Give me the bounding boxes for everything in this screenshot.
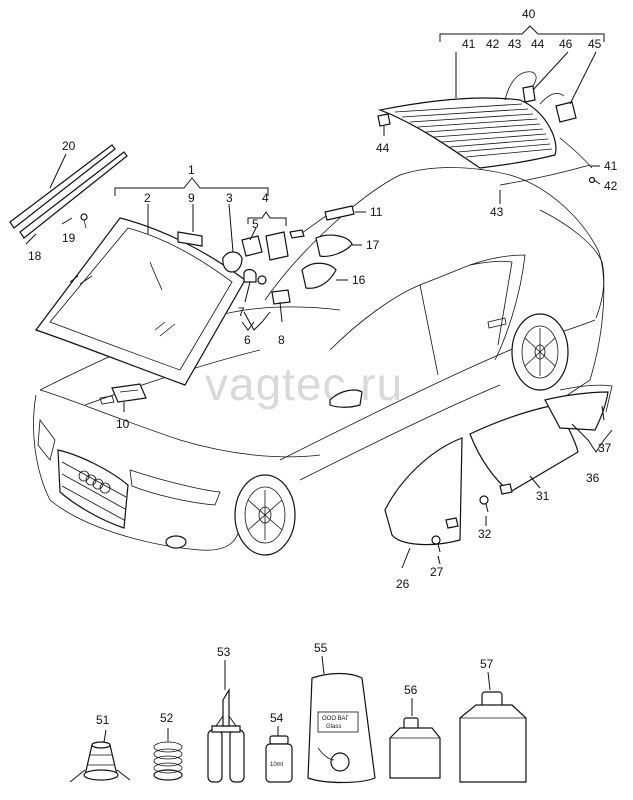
callout-numbers: 1 2 3 4 5 6 7 8 9 10 11 16 17 18 19 20 2… bbox=[28, 7, 618, 727]
headlight bbox=[129, 469, 221, 506]
callout-8: 8 bbox=[278, 333, 285, 347]
callout-19: 19 bbox=[62, 231, 76, 245]
callout-45: 45 bbox=[588, 37, 602, 51]
front-door-glass-26 bbox=[384, 437, 463, 546]
clips-group bbox=[222, 231, 291, 305]
callout-11: 11 bbox=[370, 205, 383, 219]
strip-41 bbox=[559, 137, 593, 169]
bag-text-line2: Glass bbox=[326, 724, 341, 730]
callout-17: 17 bbox=[366, 238, 380, 252]
trim-strip-18 bbox=[19, 151, 128, 239]
clip-5 bbox=[241, 235, 263, 257]
callout-37: 37 bbox=[598, 441, 612, 455]
bag-text-line1: ООО ВАГ bbox=[322, 716, 349, 722]
callout-44: 44 bbox=[376, 141, 390, 155]
callout-2: 2 bbox=[144, 191, 151, 205]
callout-42-top: 42 bbox=[486, 37, 500, 51]
callout-18: 18 bbox=[28, 249, 42, 263]
bolt-32 bbox=[479, 495, 489, 513]
trim-strip-20 bbox=[9, 144, 116, 229]
callout-41-top: 41 bbox=[462, 37, 476, 51]
callout-54: 54 bbox=[270, 711, 284, 725]
strip-43 bbox=[499, 164, 591, 186]
cable-11 bbox=[289, 205, 355, 239]
callout-42: 42 bbox=[604, 179, 618, 193]
glass-clip-31 bbox=[499, 483, 513, 495]
bolt-27 bbox=[431, 535, 441, 553]
callout-40: 40 bbox=[522, 7, 536, 21]
sealing-cord-51 bbox=[69, 741, 131, 783]
clip-8 bbox=[271, 289, 291, 305]
clip-7b bbox=[243, 268, 257, 283]
callout-3: 3 bbox=[226, 191, 233, 205]
glass-clip-26 bbox=[445, 517, 459, 529]
callout-55: 55 bbox=[314, 641, 328, 655]
callout-4: 4 bbox=[262, 191, 269, 205]
callout-41: 41 bbox=[604, 159, 618, 173]
sensor-10 bbox=[99, 383, 147, 405]
clip-19 bbox=[80, 213, 88, 221]
fog-light bbox=[165, 535, 187, 549]
callout-52: 52 bbox=[160, 711, 174, 725]
clip-3 bbox=[222, 251, 243, 273]
clip-4 bbox=[265, 231, 289, 261]
callout-43-top: 43 bbox=[508, 37, 522, 51]
clip-42 bbox=[588, 176, 596, 184]
callout-32: 32 bbox=[478, 527, 492, 541]
callout-26: 26 bbox=[396, 577, 410, 591]
watermark: vagtec.ru bbox=[205, 358, 403, 410]
connector-46 bbox=[522, 85, 536, 103]
bottle-volume-label: 10ml bbox=[270, 762, 283, 768]
side-mirror bbox=[329, 389, 363, 408]
callout-1: 1 bbox=[188, 163, 195, 177]
callout-36: 36 bbox=[586, 471, 600, 485]
leader-lines bbox=[25, 25, 613, 743]
callout-5: 5 bbox=[252, 217, 259, 231]
adhesive-cartridge-53 bbox=[207, 687, 245, 783]
callout-44-top: 44 bbox=[531, 37, 545, 51]
sunroof bbox=[377, 71, 596, 186]
callout-20: 20 bbox=[62, 139, 76, 153]
quarter-glass-36 bbox=[544, 391, 609, 431]
activator-jar-56 bbox=[389, 717, 441, 779]
connector-45 bbox=[555, 101, 577, 123]
clip-7a bbox=[257, 275, 267, 285]
brand-rings-logo bbox=[78, 470, 111, 494]
sealing-coil-52 bbox=[153, 741, 183, 781]
callout-9: 9 bbox=[188, 191, 195, 205]
callout-56: 56 bbox=[404, 683, 418, 697]
callout-10: 10 bbox=[116, 417, 130, 431]
mirror-base-9 bbox=[177, 231, 203, 247]
callout-31: 31 bbox=[536, 489, 550, 503]
primer-bottle-54: 10ml bbox=[265, 735, 293, 783]
rear-door-glass-31 bbox=[469, 404, 579, 493]
trim-strips bbox=[9, 144, 128, 239]
car-body bbox=[33, 167, 605, 556]
callout-46: 46 bbox=[559, 37, 573, 51]
primer-jar-57 bbox=[459, 691, 527, 783]
callout-7: 7 bbox=[238, 305, 245, 319]
cleaner-bag-55: ООО ВАГ Glass bbox=[307, 672, 376, 784]
door-handle bbox=[487, 317, 507, 329]
callout-16: 16 bbox=[352, 273, 366, 287]
front-wheel bbox=[234, 474, 296, 556]
callout-51: 51 bbox=[96, 713, 110, 727]
callout-53: 53 bbox=[217, 645, 231, 659]
left-headlight bbox=[37, 418, 56, 461]
callout-57: 57 bbox=[480, 657, 494, 671]
callout-6: 6 bbox=[244, 333, 251, 347]
windshield bbox=[35, 217, 246, 386]
cover-16 bbox=[301, 262, 337, 289]
seal-44 bbox=[377, 113, 391, 127]
callout-27: 27 bbox=[430, 565, 444, 579]
cover-17 bbox=[315, 234, 353, 257]
rear-wheel bbox=[511, 313, 569, 391]
side-window-frame bbox=[329, 254, 526, 361]
callout-43: 43 bbox=[490, 205, 504, 219]
